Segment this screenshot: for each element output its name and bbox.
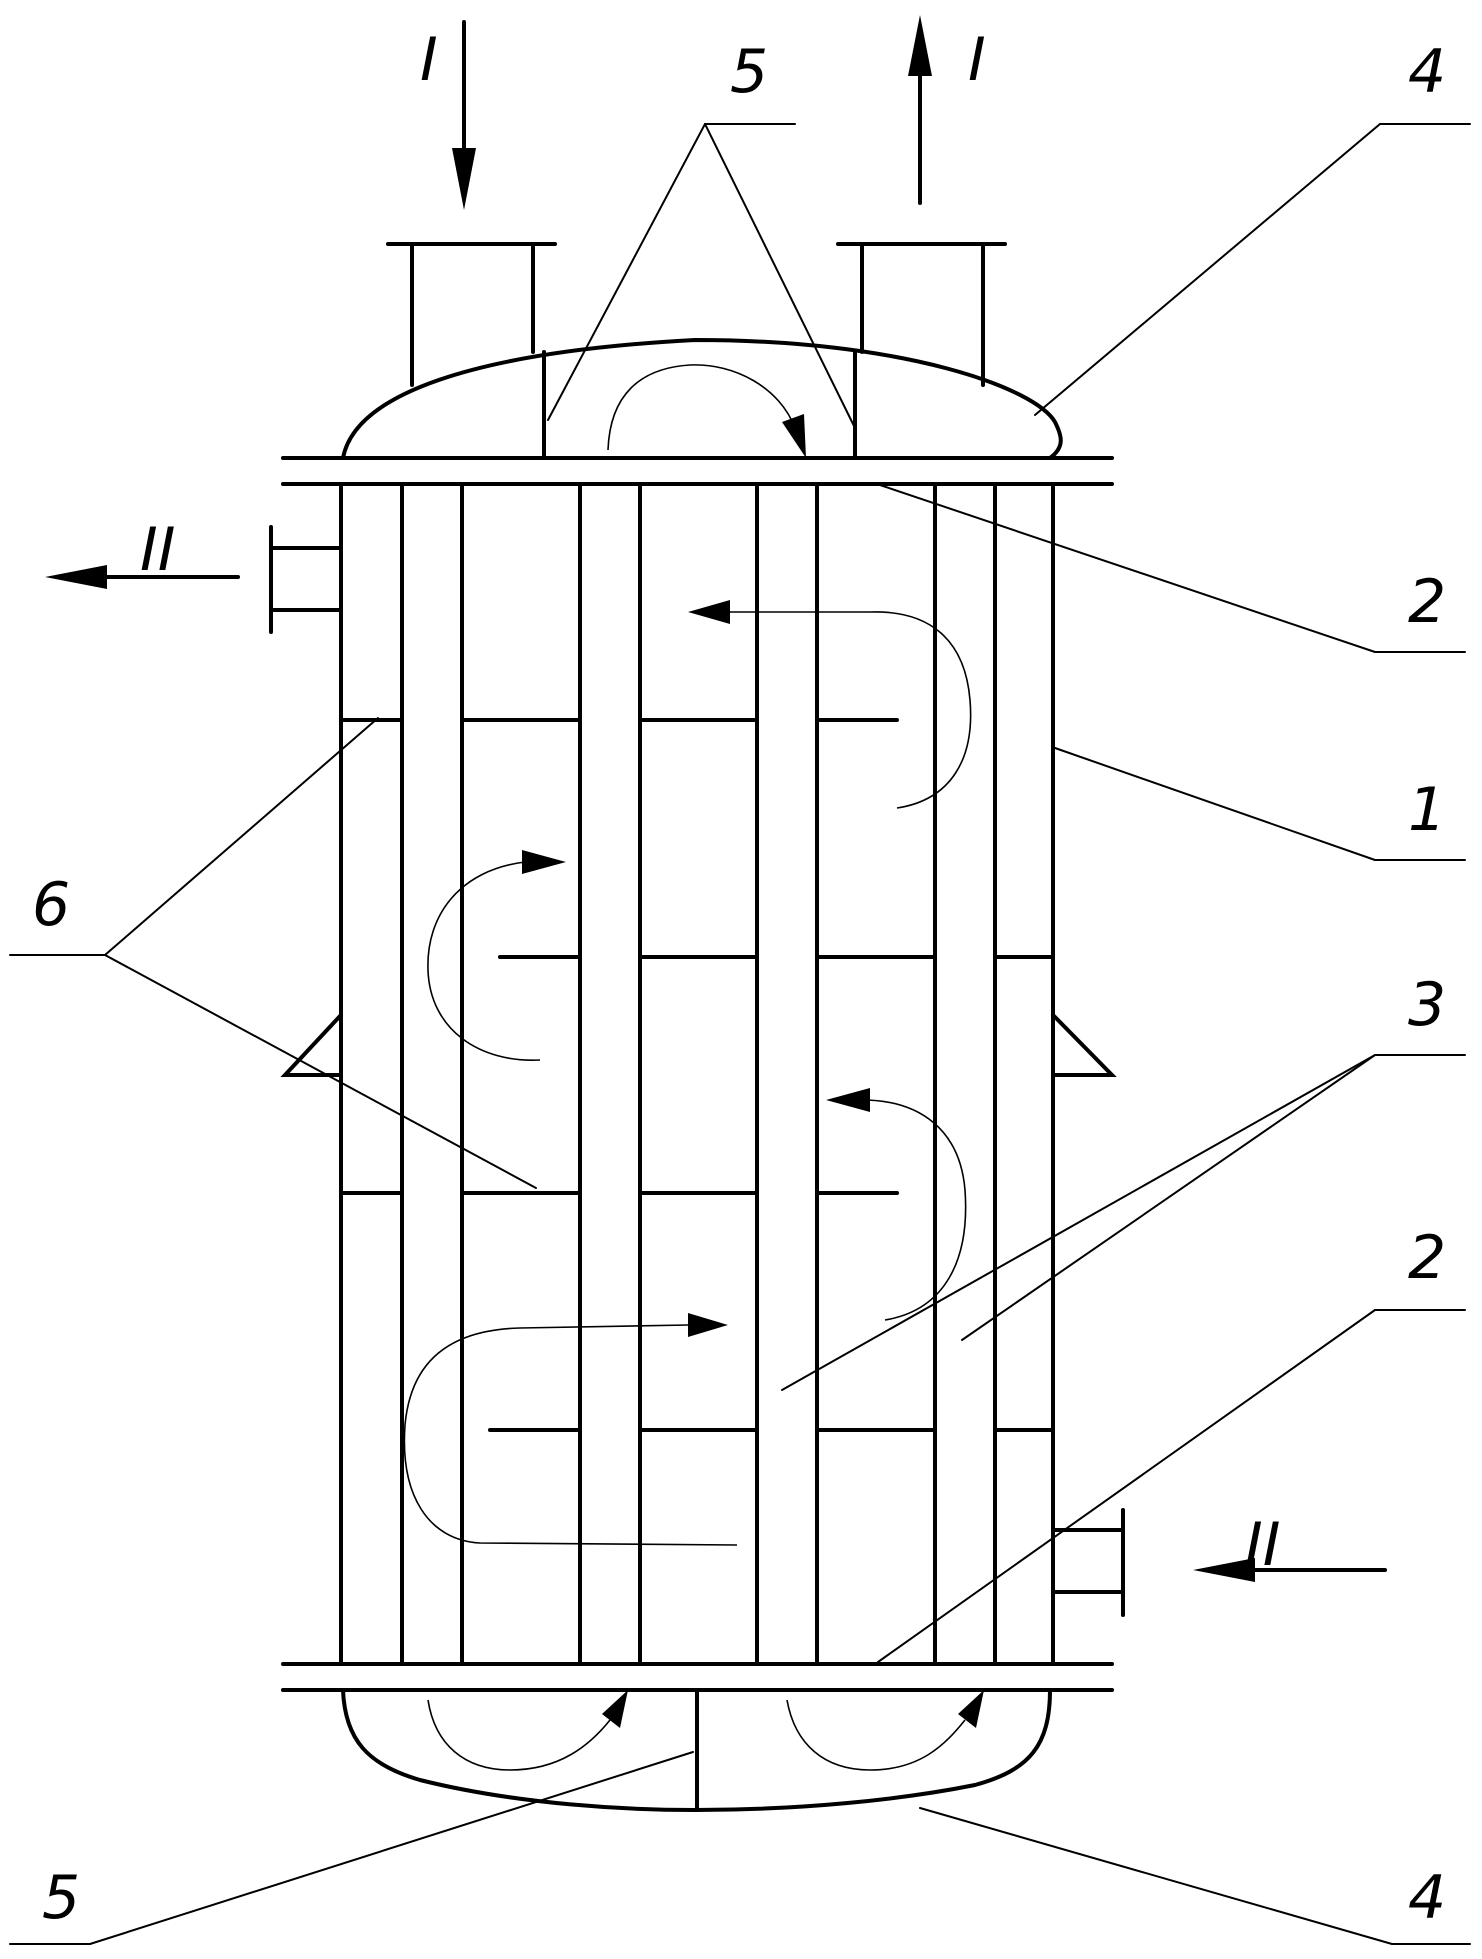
shell-outlet-nozzle [269, 525, 343, 634]
label-shell: 1 [1408, 775, 1446, 845]
flow-bottom-head-right [786, 1690, 984, 1771]
flow-bottom-head-left [427, 1690, 628, 1771]
label-baffles: 6 [32, 870, 70, 940]
shell-outlet-arrow [45, 565, 240, 589]
top-inlet-nozzle [386, 242, 557, 387]
label-tube-side-out: I [968, 25, 986, 95]
tube-bundle [400, 482, 997, 1666]
label-shell-side-in: II [1245, 1510, 1280, 1580]
shell-inlet-nozzle [1051, 1508, 1125, 1617]
tube [755, 482, 819, 1666]
flow-path-3 [826, 1088, 967, 1321]
tube-inlet-arrow [452, 20, 476, 210]
label-partition-top: 5 [730, 37, 768, 107]
flow-path-4 [403, 1313, 738, 1546]
tube-outlet-arrow [908, 15, 932, 205]
label-tube-sheet-bottom: 2 [1408, 1223, 1446, 1293]
label-head-top: 4 [1408, 37, 1446, 107]
shell-inlet-arrow [1193, 1558, 1387, 1582]
label-tube-sheet-top: 2 [1408, 567, 1446, 637]
label-tube-side-in: I [420, 25, 438, 95]
top-head [341, 337, 1063, 460]
support-lug-left [280, 1013, 343, 1077]
label-head-bottom: 4 [1408, 1863, 1446, 1933]
flow-path-2 [427, 850, 566, 1061]
label-tubes: 3 [1408, 970, 1446, 1040]
leader-lines [9, 123, 1471, 1945]
shell [339, 482, 1055, 1666]
label-partition-bottom: 5 [42, 1863, 80, 1933]
flow-path-1 [688, 600, 972, 809]
label-shell-side-out: II [140, 515, 175, 585]
bottom-tube-sheet [281, 1662, 1114, 1692]
tube [933, 482, 997, 1666]
top-tube-sheet [281, 456, 1114, 486]
bottom-head [341, 1688, 1052, 1813]
flow-top-head [607, 364, 806, 458]
tube [578, 482, 642, 1666]
support-lug-right [1051, 1013, 1117, 1077]
top-outlet-nozzle [836, 242, 1007, 387]
baffles [339, 718, 1055, 1432]
tube [400, 482, 464, 1666]
